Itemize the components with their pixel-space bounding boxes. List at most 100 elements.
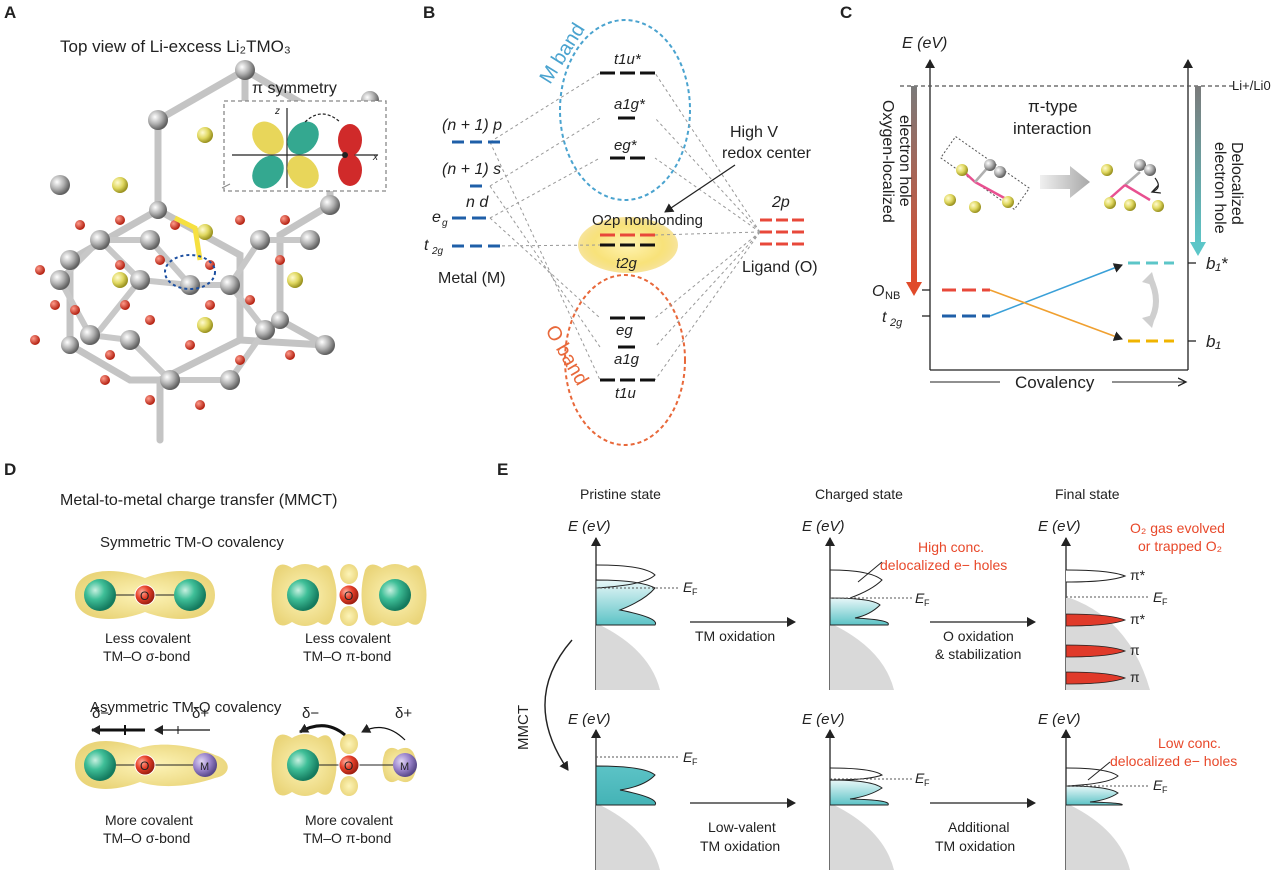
pi-star-red: π* <box>1130 611 1146 627</box>
e-label-3: E (eV) <box>1038 518 1081 535</box>
delocalized-label: Delocalized <box>1228 142 1245 225</box>
asym-sigma-o: O <box>140 759 149 773</box>
panel-a-title: Top view of Li-excess Li₂TMO₃ <box>60 37 291 56</box>
delocalized-hole-label: electron hole <box>1211 142 1228 234</box>
o-nb-label: O <box>872 283 884 300</box>
panel-label-c: C <box>840 3 852 22</box>
asym-pi-caption1: More covalent <box>305 812 393 828</box>
level-t2g-sub: 2g <box>431 246 444 257</box>
ef-2: E <box>915 590 925 606</box>
ef-5-sub: F <box>924 778 930 788</box>
ef-6: E <box>1153 777 1163 793</box>
m-band-circle <box>559 19 691 201</box>
metal-label: Metal (M) <box>438 270 506 287</box>
sym-sigma-caption2: TM–O σ-bond <box>103 648 190 664</box>
c-y-axis-label: E (eV) <box>902 35 947 52</box>
dos-pristine <box>595 564 680 690</box>
inset-axis-x: x <box>372 152 379 163</box>
e-label-6: E (eV) <box>1038 711 1081 728</box>
ef-4-sub: F <box>692 757 698 767</box>
asym-sigma-caption1: More covalent <box>105 812 193 828</box>
ligand-levels <box>760 218 804 246</box>
molecule-sketch-right <box>1101 159 1164 212</box>
inset-axis-z: z <box>274 106 280 117</box>
high-conc-label2: delocalized e− holes <box>880 557 1007 573</box>
crystal-structure <box>30 60 379 444</box>
panel-label-b: B <box>423 3 435 22</box>
dos-final <box>1065 569 1150 690</box>
mo-a1g: a1g <box>614 351 640 368</box>
asym-pi-diagram: O M <box>271 723 417 796</box>
pi-symmetry-inset: π symmetry z x <box>221 80 387 192</box>
red-to-yellow-arrow <box>989 289 1123 341</box>
sym-sigma-diagram: O <box>75 571 215 619</box>
dos-charged <box>829 561 912 690</box>
level-eg-sub: g <box>442 218 448 229</box>
dos-pristine-bottom <box>595 756 680 870</box>
annotation-arrow <box>664 164 736 213</box>
symmetric-heading: Symmetric TM-O covalency <box>100 534 284 551</box>
transition-arrow <box>1040 166 1090 198</box>
sym-sigma-o: O <box>140 589 149 603</box>
molecule-sketch-left <box>939 135 1031 213</box>
covalency-levels <box>942 261 1174 343</box>
state-final: Final state <box>1055 486 1120 502</box>
mo-levels <box>600 71 655 382</box>
mmct-label: MMCT <box>515 705 532 750</box>
additional-label1: Additional <box>948 819 1010 835</box>
level-n1s: (n + 1) s <box>442 161 501 178</box>
asym-sigma-caption2: TM–O σ-bond <box>103 830 190 846</box>
pi-type-label: π-type <box>1028 97 1078 116</box>
pi-2: π <box>1130 669 1140 685</box>
inset-title: π symmetry <box>252 80 337 97</box>
mo-eg-star: eg* <box>614 137 638 154</box>
b1-label: b₁ <box>1206 332 1221 351</box>
ef-3: E <box>1153 589 1163 605</box>
o2-label1: O₂ gas evolved <box>1130 520 1225 536</box>
annotation-high-v: High V <box>730 124 778 141</box>
highlight-circle <box>164 254 216 290</box>
t2g-sub: 2g <box>889 317 903 329</box>
asym-pi-caption2: TM–O π-bond <box>303 830 391 846</box>
covalency-label: Covalency <box>1015 373 1095 392</box>
sym-sigma-caption1: Less covalent <box>105 630 191 646</box>
sym-pi-diagram: O <box>271 564 427 626</box>
asymmetric-heading: Asymmetric TM-O covalency <box>90 699 282 716</box>
pi-star-top: π* <box>1130 567 1146 583</box>
high-conc-label1: High conc. <box>918 539 984 555</box>
asym-sigma-delta-minus: δ− <box>92 705 109 722</box>
b1-star-label: b₁* <box>1206 254 1229 273</box>
e-label-1: E (eV) <box>568 518 611 535</box>
level-t2g: t <box>424 237 429 254</box>
o-oxidation-label1: O oxidation <box>943 628 1014 644</box>
level-eg: e <box>432 209 441 226</box>
o-band-circle <box>564 274 686 446</box>
mo-t2g: t2g <box>616 255 638 272</box>
li-reference-label: Li+/Li0 <box>1232 78 1271 93</box>
additional-label2: TM oxidation <box>935 838 1015 854</box>
ef-1: E <box>683 579 693 595</box>
mo-a1g-star: a1g* <box>614 96 646 113</box>
mo-t1u: t1u <box>615 385 637 402</box>
state-charged: Charged state <box>815 486 903 502</box>
mo-t1u-star: t1u* <box>614 51 642 68</box>
level-n1p: (n + 1) p <box>442 117 502 134</box>
o-band-label: O band <box>541 322 593 390</box>
dos-final-bottom <box>1065 761 1150 870</box>
mmct-title: Metal-to-metal charge transfer (MMCT) <box>60 492 337 509</box>
asym-sigma-m: M <box>200 761 209 773</box>
e-label-4: E (eV) <box>568 711 611 728</box>
asym-sigma-diagram: O M <box>75 725 228 789</box>
asym-sigma-delta-plus: δ+ <box>192 705 209 722</box>
o-nb-sub: NB <box>885 290 900 302</box>
metal-levels <box>452 140 500 248</box>
e-label-5: E (eV) <box>802 711 845 728</box>
interaction-label: interaction <box>1013 119 1091 138</box>
sym-pi-caption1: Less covalent <box>305 630 391 646</box>
panel-label-e: E <box>497 460 508 479</box>
low-valent-label2: TM oxidation <box>700 838 780 854</box>
ligand-label: Ligand (O) <box>742 259 818 276</box>
ef-6-sub: F <box>1162 785 1168 795</box>
asym-pi-o: O <box>344 759 353 773</box>
